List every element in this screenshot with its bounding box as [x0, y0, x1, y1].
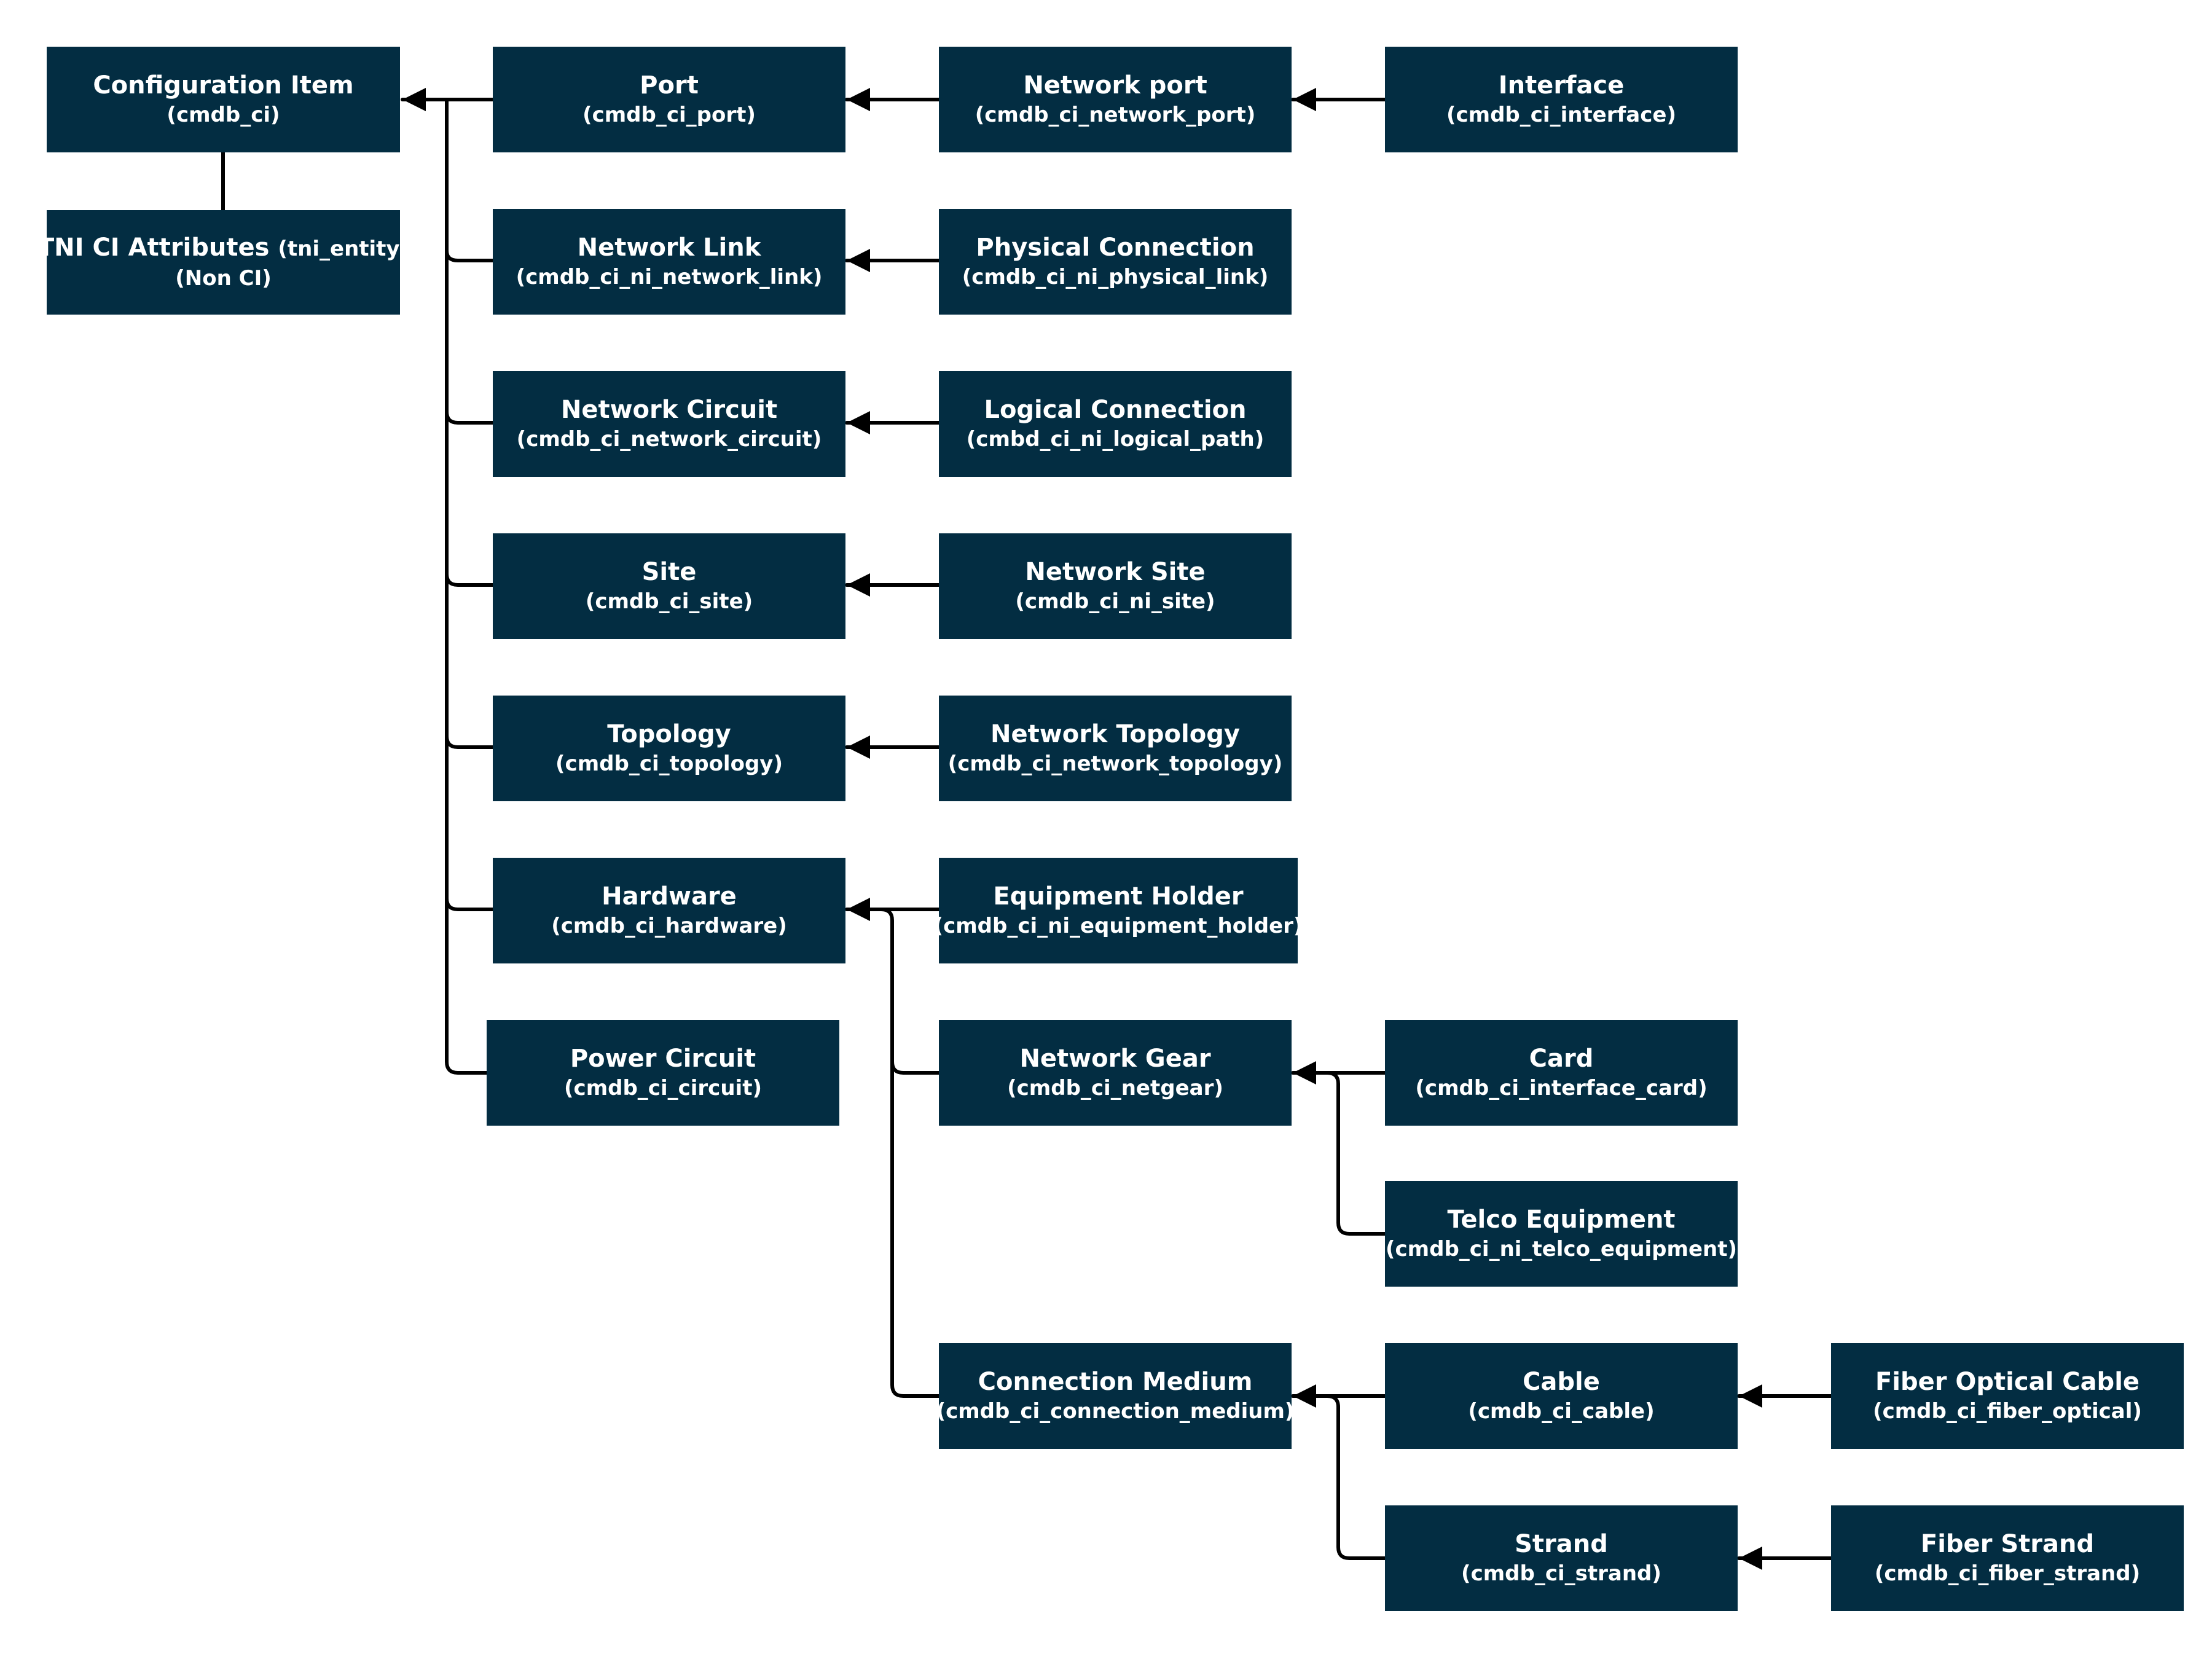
node-card: Card (cmdb_ci_interface_card) [1385, 1020, 1738, 1126]
node-table-name: (cmdb_ci_ni_equipment_holder) [933, 914, 1303, 938]
node-table-name: (cmdb_ci_network_topology) [947, 751, 1283, 776]
node-table-name: (cmdb_ci_network_port) [975, 103, 1256, 127]
node-title: Network Topology [990, 720, 1240, 748]
node-title-extra: (tni_entity) [278, 237, 410, 261]
node-title: Network Circuit [560, 396, 778, 424]
node-network-port: Network port (cmdb_ci_network_port) [939, 47, 1292, 152]
node-title: Physical Connection [976, 233, 1255, 262]
node-table-name: (Non CI) [175, 266, 272, 291]
trunk-hardware [879, 908, 941, 1398]
node-table-name: (cmdb_ci_hardware) [551, 914, 787, 938]
node-title: Power Circuit [570, 1045, 756, 1073]
node-title: Network Gear [1019, 1045, 1211, 1073]
node-port: Port (cmdb_ci_port) [493, 47, 845, 152]
node-topology: Topology (cmdb_ci_topology) [493, 696, 845, 801]
node-table-name: (cmdb_ci_netgear) [1007, 1076, 1223, 1100]
node-table-name: (cmdb_ci_interface_card) [1415, 1076, 1708, 1100]
branch-topology [445, 734, 495, 749]
node-network-topology: Network Topology (cmdb_ci_network_topolo… [939, 696, 1292, 801]
node-telco-equipment: Telco Equipment (cmdb_ci_ni_telco_equipm… [1385, 1181, 1738, 1287]
node-strand: Strand (cmdb_ci_strand) [1385, 1505, 1738, 1611]
node-title: Connection Medium [978, 1368, 1253, 1396]
node-table-name: (cmdb_ci) [167, 103, 280, 127]
node-fiber-strand: Fiber Strand (cmdb_ci_fiber_strand) [1831, 1505, 2184, 1611]
node-connection-medium: Connection Medium (cmdb_ci_connection_me… [936, 1343, 1295, 1449]
node-table-name: (cmdb_ci_site) [585, 589, 753, 614]
branch-hardware [445, 896, 495, 911]
node-table-name: (cmdb_ci_cable) [1468, 1399, 1655, 1424]
node-equipment-holder: Equipment Holder (cmdb_ci_ni_equipment_h… [934, 858, 1303, 963]
node-hardware: Hardware (cmdb_ci_hardware) [493, 858, 845, 963]
node-title: Card [1529, 1045, 1594, 1073]
node-title: Network Site [1025, 558, 1206, 586]
node-title: Strand [1515, 1530, 1608, 1558]
node-network-gear: Network Gear (cmdb_ci_netgear) [939, 1020, 1292, 1126]
node-table-name: (cmdb_ci_port) [582, 103, 756, 127]
node-title: Network Link [577, 233, 761, 262]
node-title-line: TNI CI Attributes (tni_entity) [37, 232, 409, 264]
node-physical-connection: Physical Connection (cmdb_ci_ni_physical… [939, 209, 1292, 315]
node-table-name: (cmdb_ci_fiber_strand) [1874, 1561, 2141, 1586]
node-tni-ci-attributes: TNI CI Attributes (tni_entity) (Non CI) [37, 210, 409, 315]
node-table-name: (cmbd_ci_ni_logical_path) [966, 427, 1265, 452]
trunk-connection-medium [1325, 1394, 1387, 1560]
node-network-site: Network Site (cmdb_ci_ni_site) [939, 533, 1292, 639]
node-power-circuit: Power Circuit (cmdb_ci_circuit) [487, 1020, 839, 1126]
node-cable: Cable (cmdb_ci_cable) [1385, 1343, 1738, 1449]
node-title: Site [641, 558, 697, 586]
node-network-link: Network Link (cmdb_ci_ni_network_link) [493, 209, 845, 315]
node-title: Topology [607, 720, 731, 748]
branch-network-link [445, 249, 495, 262]
node-title: Fiber Strand [1920, 1530, 2095, 1558]
node-configuration-item: Configuration Item (cmdb_ci) [47, 47, 400, 152]
trunk-network-gear [1325, 1071, 1387, 1236]
node-title: Fiber Optical Cable [1875, 1368, 2140, 1396]
node-network-circuit: Network Circuit (cmdb_ci_network_circuit… [493, 371, 845, 477]
node-title: Logical Connection [984, 396, 1247, 424]
node-table-name: (cmdb_ci_interface) [1446, 103, 1677, 127]
node-title: Interface [1498, 71, 1625, 100]
node-title: Cable [1523, 1368, 1600, 1396]
node-site: Site (cmdb_ci_site) [493, 533, 845, 639]
branch-network-gear [890, 1060, 941, 1075]
node-table-name: (cmdb_ci_ni_physical_link) [962, 265, 1269, 289]
branch-network-circuit [445, 410, 495, 425]
node-title: Telco Equipment [1447, 1206, 1676, 1234]
node-title: TNI CI Attributes [37, 233, 270, 262]
node-table-name: (cmdb_ci_circuit) [564, 1076, 762, 1100]
node-table-name: (cmdb_ci_network_circuit) [516, 427, 822, 452]
node-title: Port [640, 71, 699, 100]
node-title: Equipment Holder [993, 882, 1244, 911]
node-title: Network port [1023, 71, 1207, 100]
node-table-name: (cmdb_ci_ni_telco_equipment) [1385, 1237, 1738, 1261]
node-table-name: (cmdb_ci_ni_site) [1015, 589, 1215, 614]
node-logical-connection: Logical Connection (cmbd_ci_ni_logical_p… [939, 371, 1292, 477]
node-table-name: (cmdb_ci_topology) [555, 751, 783, 776]
node-title: Hardware [602, 882, 737, 911]
node-interface: Interface (cmdb_ci_interface) [1385, 47, 1738, 152]
node-table-name: (cmdb_ci_fiber_optical) [1873, 1399, 2142, 1424]
node-title: Configuration Item [93, 71, 354, 100]
node-table-name: (cmdb_ci_strand) [1461, 1561, 1661, 1586]
node-table-name: (cmdb_ci_ni_network_link) [516, 265, 823, 289]
branch-site [445, 572, 495, 587]
node-fiber-optical-cable: Fiber Optical Cable (cmdb_ci_fiber_optic… [1831, 1343, 2184, 1449]
node-table-name: (cmdb_ci_connection_medium) [936, 1399, 1295, 1424]
trunk-configuration-item [445, 98, 488, 1075]
